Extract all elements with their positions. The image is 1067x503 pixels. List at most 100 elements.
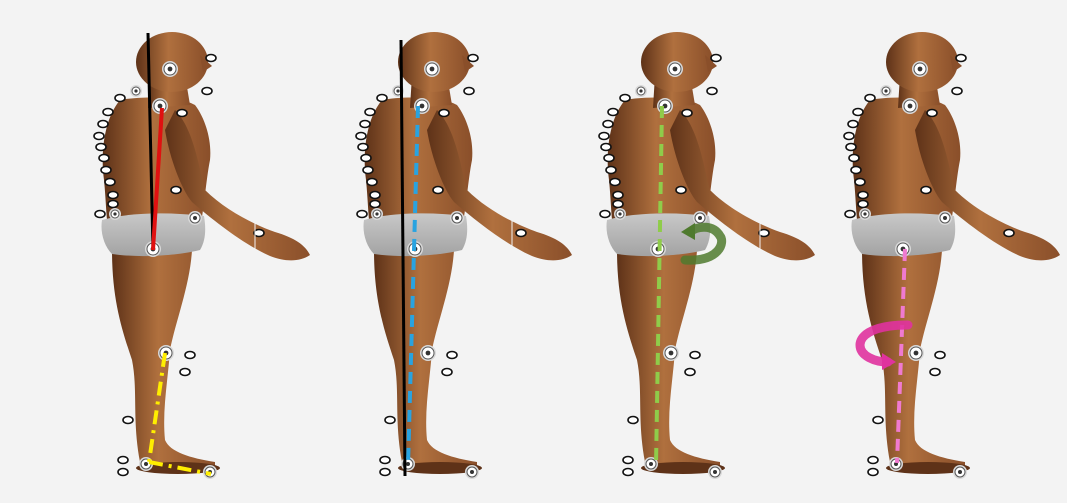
marker-center — [958, 470, 962, 474]
small-marker — [98, 121, 108, 128]
marker-center — [430, 67, 435, 72]
small-marker — [468, 55, 478, 62]
small-marker — [858, 192, 868, 199]
small-marker — [115, 95, 125, 102]
small-marker — [361, 155, 371, 162]
marker-center — [406, 462, 410, 466]
marker-center — [863, 212, 866, 215]
small-marker — [108, 201, 118, 208]
small-marker — [848, 121, 858, 128]
marker-center — [420, 104, 425, 109]
marker-center — [134, 89, 137, 92]
marker-center — [943, 216, 947, 220]
small-marker — [1004, 230, 1014, 237]
small-marker — [108, 192, 118, 199]
small-marker — [604, 155, 614, 162]
marker-center — [618, 212, 621, 215]
small-marker — [935, 352, 945, 359]
marker-center — [639, 89, 642, 92]
marker-center — [669, 351, 674, 356]
small-marker — [367, 179, 377, 186]
small-marker — [433, 187, 443, 194]
small-marker — [628, 417, 638, 424]
marker-center — [158, 104, 163, 109]
small-marker — [610, 179, 620, 186]
small-marker — [185, 352, 195, 359]
small-marker — [96, 144, 106, 151]
marker-center — [649, 462, 653, 466]
small-marker — [380, 469, 390, 476]
small-marker — [623, 469, 633, 476]
small-marker — [95, 211, 105, 218]
small-marker — [380, 457, 390, 464]
marker-center — [168, 67, 173, 72]
marker-center — [908, 104, 913, 109]
small-marker — [858, 201, 868, 208]
small-marker — [447, 352, 457, 359]
small-marker — [606, 167, 616, 174]
small-marker — [177, 110, 187, 117]
small-marker — [118, 457, 128, 464]
marker-center — [698, 216, 702, 220]
marker-center — [426, 351, 431, 356]
small-marker — [516, 230, 526, 237]
small-marker — [849, 155, 859, 162]
marker-center — [918, 67, 923, 72]
small-marker — [868, 469, 878, 476]
small-marker — [603, 121, 613, 128]
small-marker — [608, 109, 618, 116]
small-marker — [927, 110, 937, 117]
marker-center — [455, 216, 459, 220]
small-marker — [682, 110, 692, 117]
small-marker — [202, 88, 212, 95]
small-marker — [357, 211, 367, 218]
marker-center — [884, 89, 887, 92]
small-marker — [599, 133, 609, 140]
small-marker — [601, 144, 611, 151]
marker-center — [396, 89, 399, 92]
small-marker — [171, 187, 181, 194]
small-marker — [439, 110, 449, 117]
small-marker — [853, 109, 863, 116]
small-marker — [600, 211, 610, 218]
small-marker — [921, 187, 931, 194]
small-marker — [707, 88, 717, 95]
small-marker — [952, 88, 962, 95]
small-marker — [613, 192, 623, 199]
small-marker — [620, 95, 630, 102]
small-marker — [464, 88, 474, 95]
small-marker — [873, 417, 883, 424]
small-marker — [360, 121, 370, 128]
small-marker — [363, 167, 373, 174]
small-marker — [868, 457, 878, 464]
small-marker — [99, 155, 109, 162]
small-marker — [844, 133, 854, 140]
marker-center — [113, 212, 116, 215]
small-marker — [118, 469, 128, 476]
small-marker — [101, 167, 111, 174]
small-marker — [690, 352, 700, 359]
marker-center — [375, 212, 378, 215]
small-marker — [956, 55, 966, 62]
small-marker — [105, 179, 115, 186]
marker-center — [673, 67, 678, 72]
small-marker — [356, 133, 366, 140]
small-marker — [855, 179, 865, 186]
small-marker — [358, 144, 368, 151]
small-marker — [846, 144, 856, 151]
small-marker — [123, 417, 133, 424]
small-marker — [845, 211, 855, 218]
marker-center — [144, 462, 148, 466]
small-marker — [94, 133, 104, 140]
small-marker — [442, 369, 452, 376]
small-marker — [385, 417, 395, 424]
marker-center — [470, 470, 474, 474]
marker-center — [193, 216, 197, 220]
small-marker — [370, 192, 380, 199]
small-marker — [377, 95, 387, 102]
small-marker — [711, 55, 721, 62]
small-marker — [370, 201, 380, 208]
small-marker — [623, 457, 633, 464]
small-marker — [613, 201, 623, 208]
